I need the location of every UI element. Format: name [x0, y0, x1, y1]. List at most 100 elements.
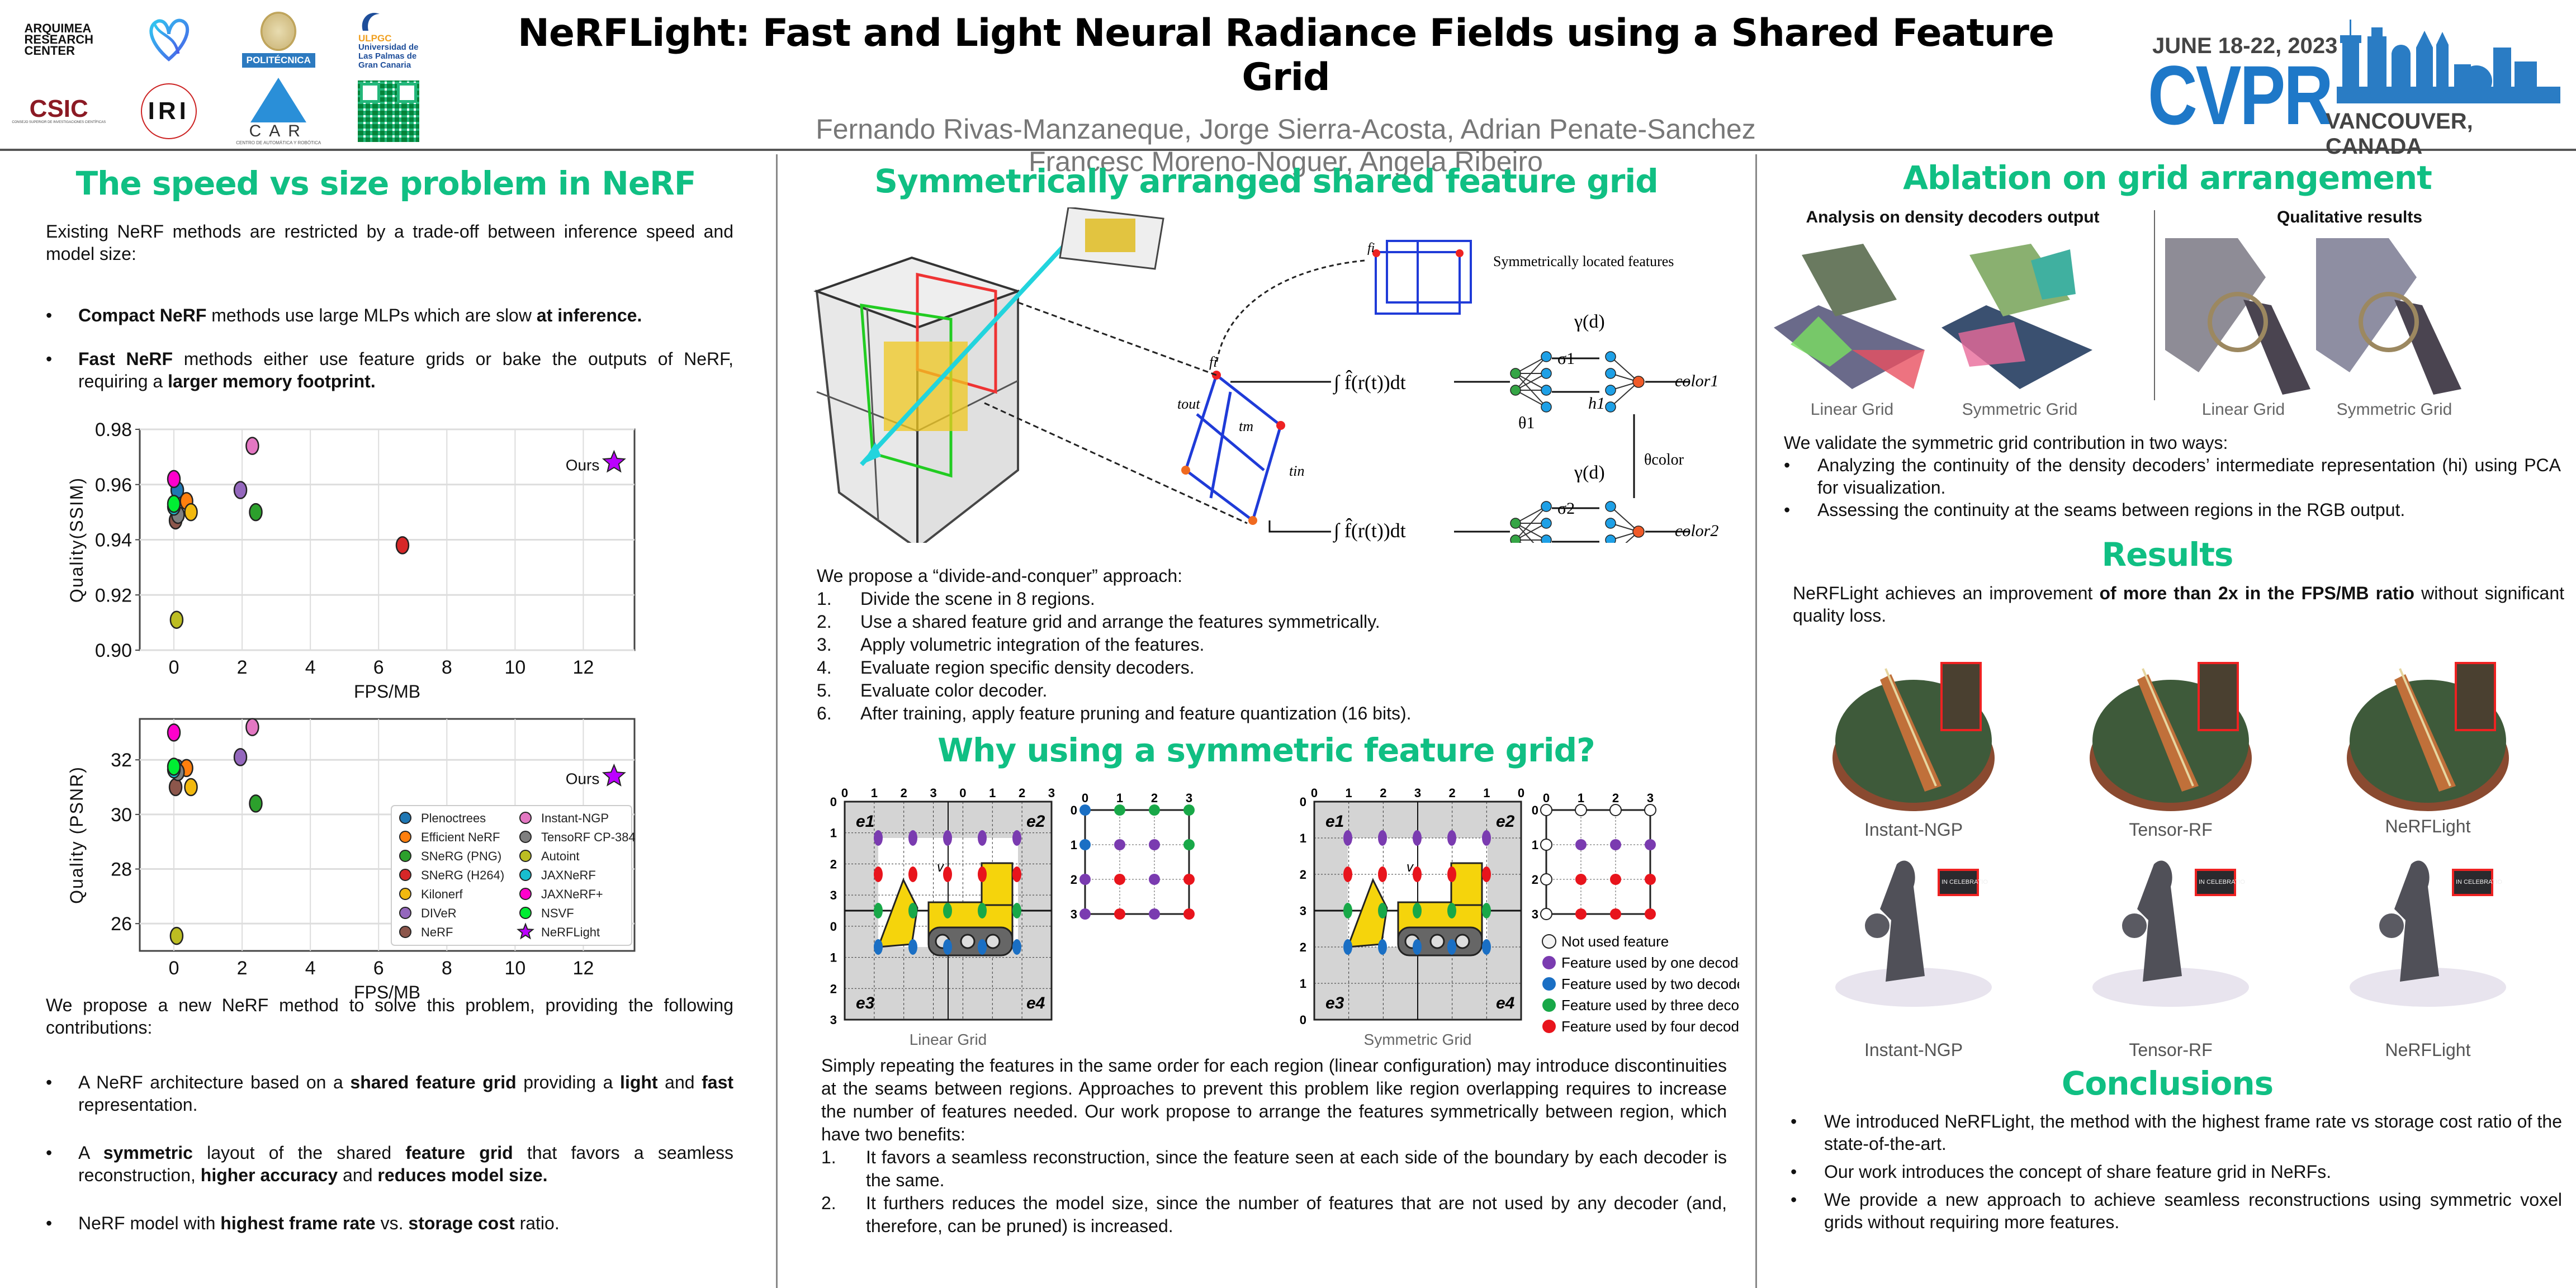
legend-marker: [399, 888, 411, 900]
nn-edge: [1515, 373, 1547, 391]
x-tick-label: 10: [504, 958, 525, 979]
results-text-end: without significant quality loss.: [1793, 583, 2565, 626]
feature-dot: [1413, 830, 1422, 846]
grid-axis-label: 0: [959, 786, 966, 800]
bullet-bold: Compact NeRF: [78, 305, 207, 325]
gamma-d-label-1: γ(d): [1574, 311, 1605, 332]
x-tick-label: 2: [237, 657, 248, 678]
point-v-label: v: [937, 860, 945, 875]
nn-node-hidden: [1541, 385, 1552, 396]
ulpgc-line-1: Universidad de: [358, 42, 419, 52]
grid-axis-label: 3: [1414, 786, 1421, 800]
nn-node-hidden: [1605, 351, 1616, 362]
speed-bullet: Fast NeRF methods either use feature gri…: [46, 348, 733, 392]
contribution-text: ratio.: [514, 1213, 560, 1233]
feature-dot: [1378, 903, 1387, 918]
nn-node-hidden: [1541, 534, 1552, 543]
grid-axis-label: 1: [1300, 977, 1306, 991]
data-point: [168, 778, 183, 797]
x-axis-label: FPS/MB: [354, 681, 420, 702]
validation-bullets: Analyzing the continuity of the density …: [1784, 454, 2561, 521]
feature-grid-axis: 2: [1151, 791, 1158, 805]
feature-grid-axis: 3: [1071, 907, 1077, 921]
legend-label: SNeRG (H264): [421, 868, 504, 882]
nn-node-input: [1510, 368, 1521, 379]
bulldozer-cab: [981, 862, 1014, 906]
bullet-bold: Fast NeRF: [78, 349, 173, 369]
results-text-plain: NeRFLight achieves an improvement: [1793, 583, 2100, 603]
region-label: e3: [856, 994, 875, 1012]
feature-node: [1149, 839, 1160, 850]
institution-logos: A ARQUIMEA RESEARCH CENTER POLITÉCNICA U…: [6, 1, 442, 145]
approach-step: 4.Evaluate region specific density decod…: [817, 656, 1599, 679]
nn-edge: [1515, 390, 1547, 408]
feature-grid-axis: 0: [1082, 791, 1088, 805]
caption-pca-symmetric: Symmetric Grid: [1962, 400, 2078, 419]
legend-label: JAXNeRF+: [541, 887, 603, 901]
grid-axis-label: 3: [830, 1013, 837, 1027]
nn-node-hidden: [1605, 518, 1616, 529]
feature-dot: [1482, 866, 1491, 882]
qualitative-subtitle: Qualitative results: [2276, 208, 2423, 226]
camera-ray: [860, 239, 1070, 466]
legend-marker: [399, 869, 411, 881]
feature-grid-axis: 1: [1578, 791, 1584, 805]
legend-label: DIVeR: [421, 906, 457, 920]
data-point: [184, 778, 198, 797]
ours-annotation: Ours: [566, 770, 600, 788]
contribution-text: and: [338, 1165, 378, 1185]
feature-node: [1149, 908, 1160, 920]
nn-node-hidden: [1605, 368, 1616, 379]
feature-node: [1079, 839, 1091, 850]
list-text: It furthers reduces the model size, sinc…: [866, 1193, 1727, 1236]
csic-sublabel: CONSEJO SUPERIOR DE INVESTIGACIONES CIEN…: [12, 121, 106, 124]
x-tick-label: 8: [442, 657, 452, 678]
legend-marker: [1542, 1020, 1556, 1033]
svg-text:IN CELEBRATIO: IN CELEBRATIO: [1942, 879, 1988, 886]
contribution-bold: storage cost: [408, 1213, 515, 1233]
bullet-bold: larger memory footprint.: [168, 371, 376, 391]
feature-dot: [1378, 939, 1387, 955]
tm-label: tm: [1239, 418, 1253, 434]
conference-dates: JUNE 18-22, 2023: [2152, 34, 2338, 58]
feature-dot: [874, 939, 883, 955]
grid-axis-label: 2: [1380, 786, 1386, 800]
validation-intro: We validate the symmetric grid contribut…: [1784, 433, 2228, 453]
data-point: [395, 536, 410, 555]
grid-axis-label: 2: [1300, 868, 1306, 882]
y-axis-label: Quality(SSIM): [67, 477, 87, 603]
arquimea-line-3: CENTER: [24, 44, 75, 58]
feature-node: [1610, 908, 1621, 920]
ship-render: [2090, 662, 2252, 811]
contribution-text: A NeRF architecture based on a: [78, 1072, 351, 1092]
qr-code[interactable]: [335, 77, 442, 145]
legend-label: Feature used by three decoders: [1561, 997, 1739, 1014]
statue-render: IN CELEBRATIO: [1835, 860, 1992, 1007]
y-tick-label: 0.94: [95, 530, 132, 551]
architecture-diagram: fi Symmetrically located features fi tou…: [813, 207, 1718, 543]
data-point: [167, 757, 181, 776]
feature-node: [1114, 804, 1125, 816]
contributions: We propose a new NeRF method to solve th…: [46, 994, 733, 1260]
upm-label: POLITÉCNICA: [242, 53, 315, 68]
list-number: 2.: [821, 1193, 836, 1213]
sigma1-label: σ1: [1557, 349, 1575, 368]
legend-marker: [399, 850, 411, 862]
feature-dot: [1012, 830, 1021, 846]
feature-dot: [874, 866, 883, 882]
list-text: Apply volumetric integration of the feat…: [860, 634, 1205, 655]
feature-grid-axis: 2: [1612, 791, 1619, 805]
feature-dot: [943, 830, 952, 846]
legend-label: JAXNeRF: [541, 868, 596, 882]
y-tick-label: 0.92: [95, 585, 132, 606]
contribution-bold: fast: [702, 1072, 734, 1092]
why-paragraph: Simply repeating the features in the sam…: [821, 1055, 1727, 1144]
h2-label: h2: [1588, 542, 1605, 543]
nn-edge: [1515, 506, 1547, 541]
feature-dot: [908, 939, 917, 955]
x-tick-label: 0: [169, 958, 179, 979]
grid-axis-label: 3: [930, 786, 936, 800]
contribution-bold: symmetric: [103, 1143, 193, 1163]
feature-node: [1183, 839, 1195, 850]
arquimea-line-2: RESEARCH: [24, 32, 93, 46]
